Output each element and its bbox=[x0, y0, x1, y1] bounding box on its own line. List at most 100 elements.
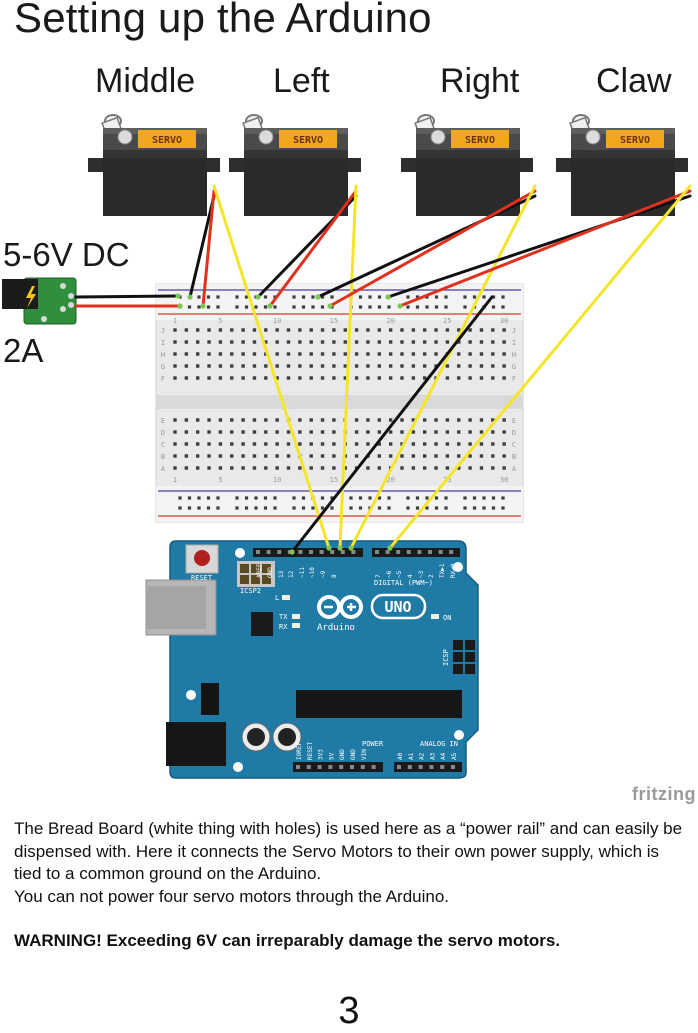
power-pin-label: RESET bbox=[307, 742, 314, 760]
column-number-bottom: 15 bbox=[330, 476, 338, 484]
row-letter: B bbox=[161, 453, 165, 461]
digital-pin-label: 8 bbox=[331, 574, 338, 578]
servo-middle: SERVO bbox=[88, 114, 220, 216]
description-block: The Bread Board (white thing with holes)… bbox=[14, 818, 684, 953]
servo-power-wire bbox=[201, 189, 216, 308]
icsp-header bbox=[453, 640, 475, 674]
servo-power-wire bbox=[328, 189, 537, 308]
power-pin-label: GND bbox=[350, 749, 357, 760]
digital-pin-label: 12 bbox=[288, 570, 295, 578]
usb-chip bbox=[251, 612, 273, 636]
row-letter: G bbox=[161, 363, 165, 371]
servo-chip-label: SERVO bbox=[465, 135, 495, 146]
row-letter: J bbox=[512, 327, 516, 335]
row-letter: B bbox=[512, 453, 516, 461]
column-number-top: 10 bbox=[273, 317, 281, 325]
digital-header-left bbox=[253, 548, 363, 557]
servo-chip-label: SERVO bbox=[152, 135, 182, 146]
led-rx bbox=[292, 623, 300, 628]
row-letter: F bbox=[161, 375, 165, 383]
power-pin-label: 3V3 bbox=[318, 749, 325, 760]
voltage-regulator bbox=[201, 683, 219, 715]
digital-pin-label: TX▶1 bbox=[439, 563, 446, 578]
row-letter: I bbox=[161, 339, 165, 347]
power-pin-label: IOREF bbox=[296, 742, 303, 760]
arduino-uno-board: UNO Arduino RESET ICSP2 DIGITAL (PWM~) P… bbox=[145, 540, 479, 779]
description-paragraph-1: The Bread Board (white thing with holes)… bbox=[14, 819, 683, 883]
wire-end bbox=[177, 303, 183, 309]
row-letter: H bbox=[512, 351, 516, 359]
column-number-bottom: 5 bbox=[218, 476, 222, 484]
row-letter: C bbox=[161, 441, 165, 449]
servo-signal-wire bbox=[349, 184, 537, 550]
row-letter: E bbox=[161, 417, 165, 425]
column-number-top: 20 bbox=[386, 317, 394, 325]
arduino-ground-wire bbox=[290, 295, 494, 554]
digital-label: DIGITAL (PWM~) bbox=[374, 579, 433, 587]
wire-end bbox=[326, 545, 332, 551]
reset-button bbox=[194, 550, 210, 566]
analog-pin-label: A3 bbox=[429, 752, 436, 760]
page-title: Setting up the Arduino bbox=[14, 0, 432, 41]
digital-pin-label: 4 bbox=[407, 574, 414, 578]
icsp2-label: ICSP2 bbox=[240, 587, 261, 595]
icsp2-header bbox=[237, 561, 275, 587]
digital-pin-label: ~3 bbox=[418, 570, 425, 578]
row-letter: H bbox=[161, 351, 165, 359]
warning-text: WARNING! Exceeding 6V can irreparably da… bbox=[14, 931, 561, 950]
uno-badge bbox=[370, 593, 427, 620]
analog-pin-label: A0 bbox=[397, 752, 404, 760]
wire-end bbox=[387, 545, 393, 551]
board-name: Arduino bbox=[317, 623, 355, 633]
power-pin-label: VIN bbox=[361, 749, 368, 760]
row-letter: G bbox=[512, 363, 516, 371]
servo-right: SERVO bbox=[401, 114, 533, 216]
led-rx-label: RX bbox=[279, 623, 288, 631]
digital-pin-label: ~11 bbox=[299, 567, 306, 578]
wire-end bbox=[337, 545, 343, 551]
current-label: 2A bbox=[3, 332, 44, 369]
jack-ground-wire bbox=[74, 294, 180, 299]
servo-chip-label: SERVO bbox=[293, 135, 323, 146]
digital-pin-label: RX◀0 bbox=[450, 563, 457, 578]
servo-chip-label: SERVO bbox=[620, 135, 650, 146]
column-number-top: 25 bbox=[443, 317, 451, 325]
wire-end bbox=[385, 294, 391, 300]
row-letter: D bbox=[512, 429, 516, 437]
wire-end bbox=[200, 303, 206, 309]
servo-ground-wire bbox=[386, 194, 692, 299]
voltage-label: 5-6V DC bbox=[3, 236, 130, 273]
digital-pin-label: 7 bbox=[375, 574, 382, 578]
servo-ground-wire bbox=[188, 194, 216, 299]
arduino-logo-icon bbox=[317, 595, 363, 619]
wire-end bbox=[267, 303, 273, 309]
servo-power-wire bbox=[268, 189, 358, 308]
lightning-icon bbox=[26, 286, 36, 308]
analog-label: ANALOG IN bbox=[420, 740, 458, 748]
icsp-label: ICSP bbox=[442, 649, 450, 666]
digital-pin-label: ~5 bbox=[396, 570, 403, 578]
wire-end bbox=[315, 294, 321, 300]
row-letter: F bbox=[512, 375, 516, 383]
digital-pin-label: 2 bbox=[428, 574, 435, 578]
wires bbox=[74, 184, 692, 554]
wire-end bbox=[327, 303, 333, 309]
power-header bbox=[293, 762, 383, 772]
analog-pin-label: A1 bbox=[408, 752, 415, 760]
wire-ends bbox=[175, 293, 403, 555]
servo-label-left: Left bbox=[273, 62, 330, 100]
row-letter: A bbox=[512, 465, 517, 473]
servo-label-middle: Middle bbox=[95, 62, 196, 100]
power-pin-label: GND bbox=[339, 749, 346, 760]
wire-end bbox=[255, 294, 261, 300]
led-l-label: L bbox=[275, 594, 279, 602]
led-on bbox=[431, 614, 439, 619]
wire-end bbox=[187, 294, 193, 300]
led-tx-label: TX bbox=[279, 613, 288, 621]
barrel-jack bbox=[166, 722, 226, 766]
digital-pin-label: 13 bbox=[278, 570, 285, 578]
column-number-bottom: 1 bbox=[173, 476, 177, 484]
analog-pin-label: A5 bbox=[451, 752, 458, 760]
row-letter: I bbox=[512, 339, 516, 347]
